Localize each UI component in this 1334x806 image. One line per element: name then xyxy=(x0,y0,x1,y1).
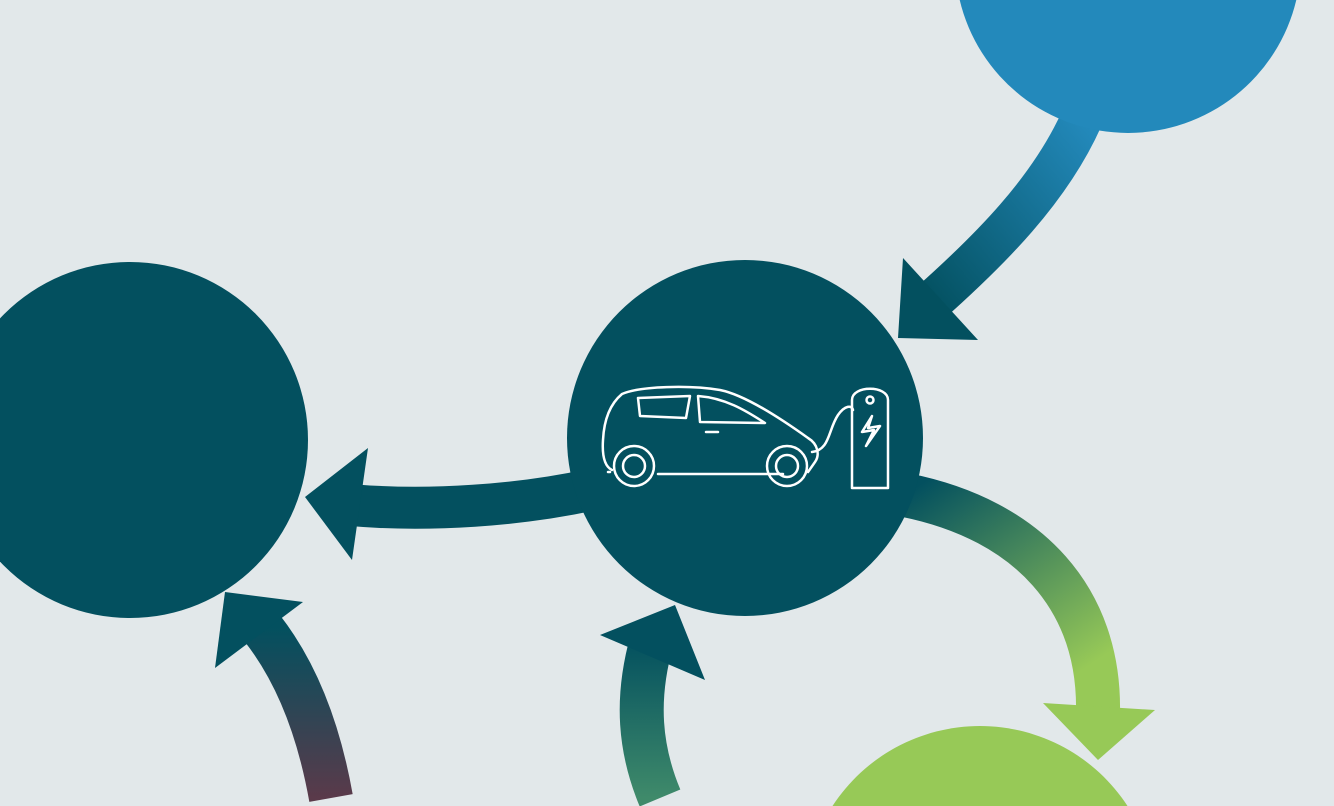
blue-node xyxy=(959,0,1297,133)
arrowhead xyxy=(1043,703,1155,760)
green-node xyxy=(832,726,1128,806)
arrow-bottom-to-center xyxy=(600,605,705,806)
arrow-blue-to-center xyxy=(898,109,1102,340)
ev-charging-car-icon xyxy=(601,385,890,490)
left-node xyxy=(0,262,308,618)
arrowhead xyxy=(600,605,705,680)
arrowhead xyxy=(215,592,303,668)
arrowhead xyxy=(898,258,978,340)
arrow-center-to-left xyxy=(305,448,595,560)
arrow-center-to-green xyxy=(900,473,1155,760)
center-node xyxy=(567,260,923,616)
arrow-bottom-to-left xyxy=(215,592,353,802)
arrowhead xyxy=(305,448,368,560)
